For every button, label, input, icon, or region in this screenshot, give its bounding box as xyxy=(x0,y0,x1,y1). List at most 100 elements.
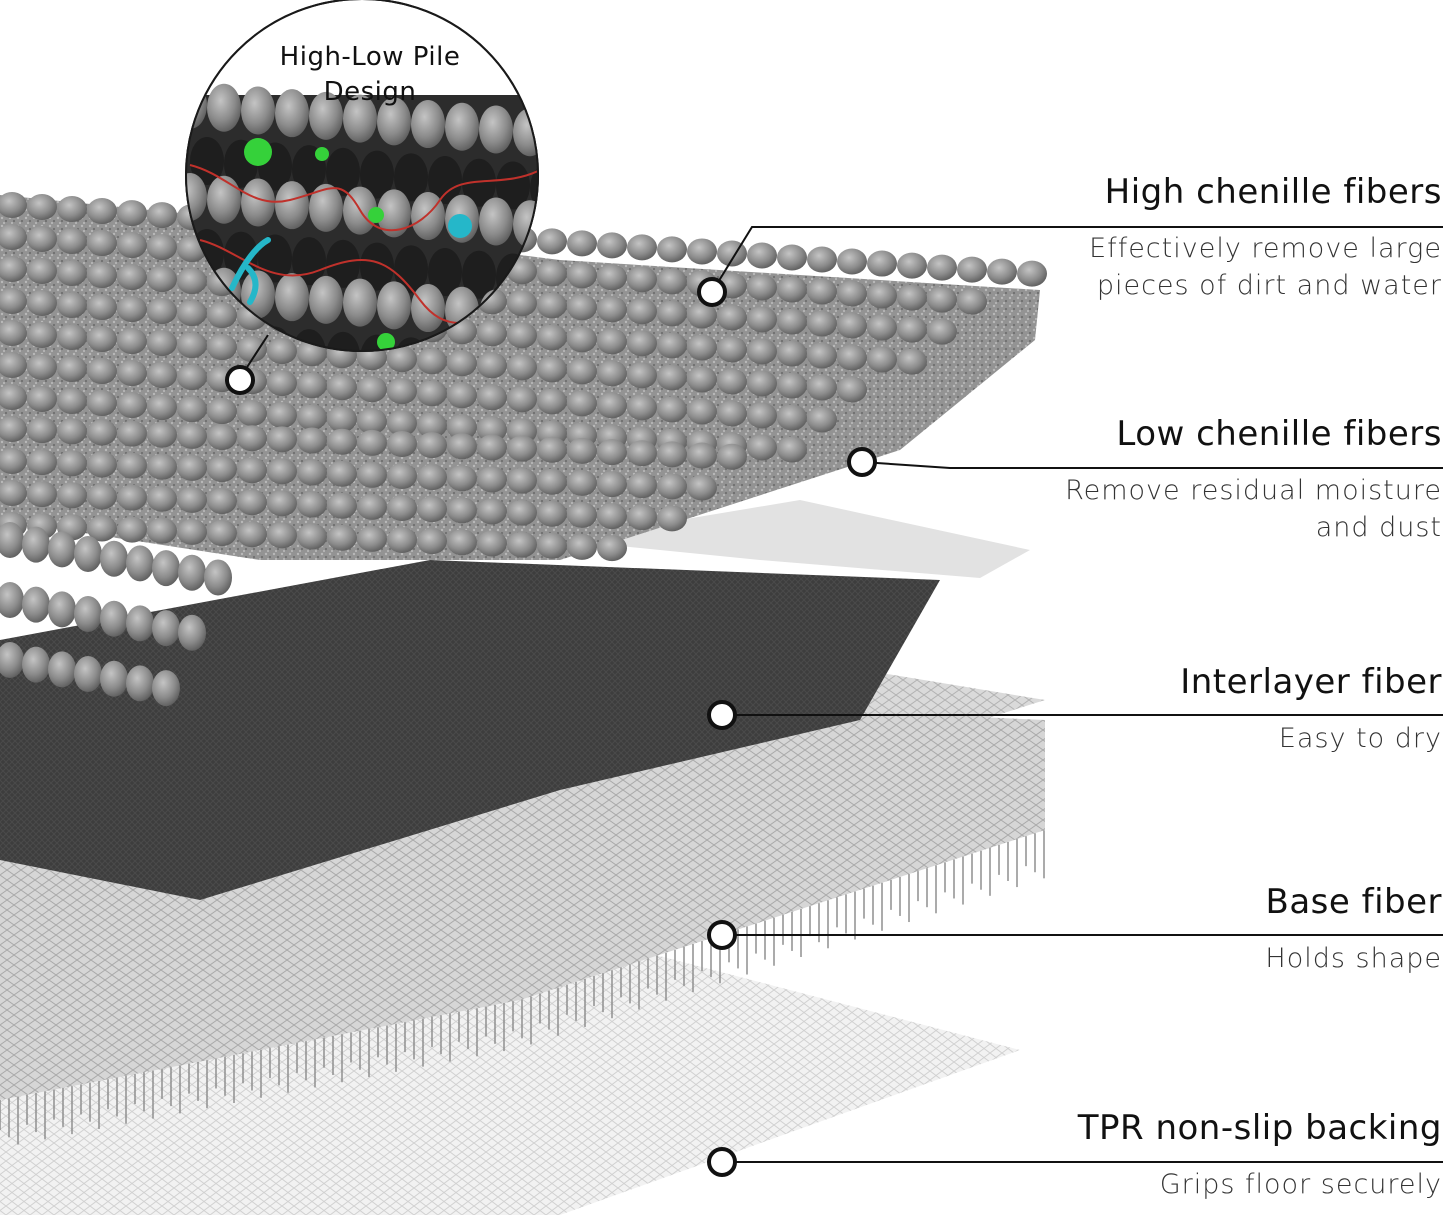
zoom-fiber-knob xyxy=(186,81,207,129)
chenille-knob xyxy=(87,358,117,385)
chenille-knob xyxy=(447,529,477,556)
chenille-knob xyxy=(27,386,57,413)
chenille-knob xyxy=(357,408,387,435)
chenille-knob xyxy=(627,440,657,467)
chenille-knob xyxy=(447,465,477,492)
chenille-knob xyxy=(57,324,87,351)
chenille-knob xyxy=(237,457,267,484)
chenille-knob xyxy=(117,200,147,227)
zoom-fiber-knob xyxy=(479,105,513,154)
chenille-knob xyxy=(297,404,327,431)
chenille-knob xyxy=(837,248,867,275)
chenille-knob xyxy=(267,338,297,365)
chenille-knob xyxy=(237,400,267,427)
chenille-knob xyxy=(837,344,867,371)
chenille-knob xyxy=(807,374,837,401)
chenille-knob xyxy=(387,463,417,489)
chenille-knob xyxy=(747,370,777,397)
chenille-knob xyxy=(297,427,327,454)
zoom-fiber-knob xyxy=(411,100,445,149)
chenille-knob xyxy=(177,396,207,423)
chenille-knob xyxy=(507,499,537,526)
chenille-knob xyxy=(87,262,117,289)
zoom-fiber-knob xyxy=(207,83,241,132)
chenille-knob xyxy=(57,260,87,287)
chenille-knob xyxy=(417,528,447,555)
chenille-knob xyxy=(537,260,567,287)
chenille-knob xyxy=(567,501,597,528)
chenille-knob xyxy=(507,531,537,558)
chenille-knob xyxy=(57,418,87,445)
chenille-knob xyxy=(57,450,87,477)
chenille-knob xyxy=(567,262,597,289)
zoom-fiber-knob xyxy=(309,91,343,140)
chenille-knob xyxy=(177,268,207,295)
chenille-knob xyxy=(957,288,987,315)
layer-description: Remove residual moisture and dust xyxy=(1065,472,1442,546)
chenille-knob xyxy=(74,536,102,573)
chenille-knob xyxy=(87,390,117,417)
chenille-knob xyxy=(357,461,387,488)
chenille-knob xyxy=(0,224,27,250)
chenille-knob xyxy=(987,258,1017,285)
chenille-knob xyxy=(537,532,567,559)
chenille-knob xyxy=(0,192,27,218)
chenille-knob xyxy=(27,258,57,285)
chenille-knob xyxy=(27,194,57,221)
zoom-callout-title: High-Low Pile Design xyxy=(250,40,490,110)
chenille-knob xyxy=(297,491,327,518)
chenille-knob xyxy=(777,404,807,431)
chenille-knob xyxy=(27,449,57,476)
layer-description: Grips floor securely xyxy=(1078,1166,1442,1203)
chenille-knob xyxy=(152,670,180,707)
interlayer-fiber-layer xyxy=(0,560,940,900)
chenille-knob xyxy=(126,545,154,582)
description-line: pieces of dirt and water xyxy=(1096,270,1442,301)
chenille-knob xyxy=(0,448,27,474)
chenille-knob xyxy=(897,316,927,343)
chenille-knob xyxy=(627,472,657,499)
chenille-knob xyxy=(897,348,927,375)
chenille-knob xyxy=(927,254,957,281)
chenille-knob xyxy=(357,525,387,552)
zoom-fiber-knob xyxy=(326,331,360,351)
chenille-knob xyxy=(147,266,177,293)
hair-strand-icon xyxy=(229,237,271,305)
chenille-knob xyxy=(147,485,177,512)
chenille-knob xyxy=(447,497,477,524)
chenille-knob xyxy=(447,382,477,409)
chenille-knob xyxy=(267,458,297,485)
chenille-knob xyxy=(507,290,537,317)
chenille-knob xyxy=(477,416,507,443)
chenille-knob xyxy=(657,396,687,423)
chenille-knob xyxy=(687,474,717,501)
zoom-fiber-knob xyxy=(292,237,326,286)
chenille-knob xyxy=(657,332,687,359)
chenille-knob xyxy=(48,651,76,688)
chenille-knob xyxy=(597,328,627,355)
chenille-knob xyxy=(747,274,777,301)
chenille-knob xyxy=(1017,260,1047,287)
interlayer-light-edge xyxy=(560,500,1030,578)
chenille-knob xyxy=(627,234,657,261)
chenille-knob xyxy=(357,429,387,456)
zoom-fiber-knob xyxy=(428,156,462,205)
chenille-knob xyxy=(807,310,837,337)
chenille-knob xyxy=(687,398,717,425)
chenille-knob xyxy=(126,605,154,642)
chenille-knob xyxy=(117,296,147,323)
chenille-knob xyxy=(417,380,447,407)
chenille-knob xyxy=(87,451,117,478)
layer-title: Base fiber xyxy=(1265,882,1442,922)
chenille-knob xyxy=(57,196,87,223)
chenille-knob xyxy=(477,466,507,493)
chenille-knob xyxy=(237,336,267,363)
chenille-knob xyxy=(837,280,867,307)
chenille-knob xyxy=(100,600,128,637)
chenille-knob xyxy=(807,342,837,369)
zoom-fiber-knob xyxy=(377,281,411,330)
chenille-knob xyxy=(837,376,867,403)
chenille-knob xyxy=(657,505,687,532)
chenille-knob xyxy=(387,346,417,373)
